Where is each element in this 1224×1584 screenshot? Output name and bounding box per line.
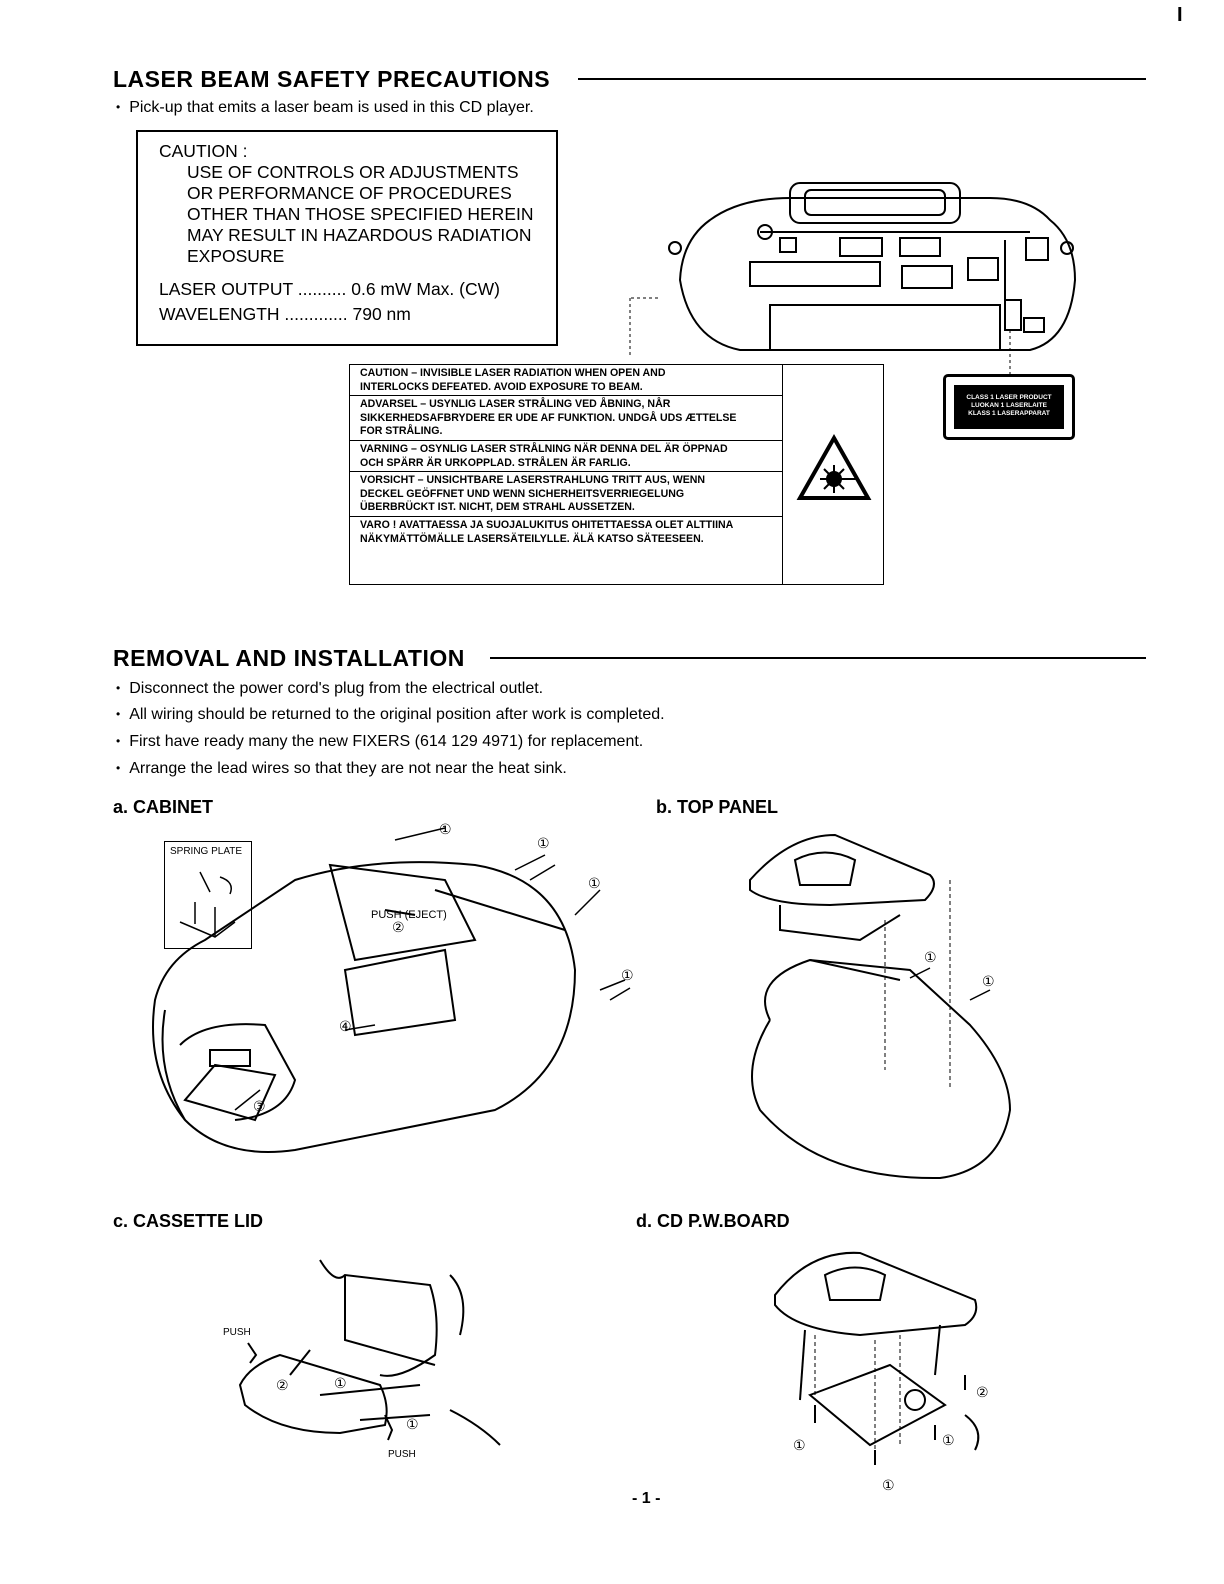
removal-bullet: Arrange the lead wires so that they are … xyxy=(116,760,567,778)
caution-heading: CAUTION : xyxy=(159,141,248,161)
subsection-cabinet: a. CABINET xyxy=(113,797,214,817)
class1-text: LUOKAN 1 LASERLAITE xyxy=(971,402,1047,409)
caution-line: OTHER THAN THOSE SPECIFIED HEREIN xyxy=(187,204,534,224)
cd-player-rear-view-drawing xyxy=(629,182,1077,375)
class1-label-plate: CLASS 1 LASER PRODUCT LUOKAN 1 LASERLAIT… xyxy=(954,385,1064,429)
removal-section-title: REMOVAL AND INSTALLATION xyxy=(113,645,465,671)
warning-row-danish: ADVARSEL – USYNLIG LASER STRÅLING VED ÅB… xyxy=(350,396,782,441)
callout-1: ① xyxy=(588,876,601,892)
laser-hazard-icon xyxy=(796,433,872,500)
caution-line: EXPOSURE xyxy=(187,246,285,266)
warning-row-finnish: VARO ! AVATTAESSA JA SUOJALUKITUS OHITET… xyxy=(350,517,782,547)
warning-text: VARO ! AVATTAESSA JA SUOJALUKITUS OHITET… xyxy=(360,518,734,531)
caution-box: CAUTION : USE OF CONTROLS OR ADJUSTMENTS… xyxy=(136,130,558,346)
removal-bullet: Disconnect the power cord's plug from th… xyxy=(116,680,543,698)
section-rule xyxy=(490,657,1146,659)
top-panel-disassembly-drawing: ① ① xyxy=(749,833,1012,1180)
removal-bullet: First have ready many the new FIXERS (61… xyxy=(116,733,643,751)
warning-text: VORSICHT – UNSICHTBARE LASERSTRAHLUNG TR… xyxy=(360,474,706,487)
spring-plate-illustration xyxy=(179,871,236,938)
push-eject-label: PUSH (EJECT) xyxy=(371,909,447,921)
callout-1: ① xyxy=(882,1478,895,1494)
cd-pw-board-drawing: ① ① ① ② xyxy=(774,1251,989,1494)
callout-1: ① xyxy=(537,836,550,852)
callout-4: ④ xyxy=(339,1019,352,1035)
subsection-top-panel: b. TOP PANEL xyxy=(656,797,779,817)
warning-text: FOR STRÅLING. xyxy=(360,425,443,438)
callout-1: ① xyxy=(942,1433,955,1449)
wavelength-spec: WAVELENGTH ............. 790 nm xyxy=(159,304,411,324)
class1-text: CLASS 1 LASER PRODUCT xyxy=(966,394,1052,401)
spring-plate-inset: SPRING PLATE xyxy=(164,841,252,949)
cabinet-disassembly-drawing: ① ① ① ① PUSH (EJECT) ② ③ ④ xyxy=(152,822,634,1153)
warning-text: ÜBERBRÜCKT IST. NICHT, DEM STRAHL AUSSET… xyxy=(360,501,635,514)
callout-2: ② xyxy=(976,1385,989,1401)
spring-plate-label: SPRING PLATE xyxy=(170,846,243,857)
callout-2: ② xyxy=(276,1378,289,1394)
callout-1: ① xyxy=(406,1417,419,1433)
callout-1: ① xyxy=(793,1438,806,1454)
warning-text: INTERLOCKS DEFEATED. AVOID EXPOSURE TO B… xyxy=(360,380,643,393)
push-label: PUSH xyxy=(388,1449,416,1460)
caution-line: OR PERFORMANCE OF PROCEDURES xyxy=(187,183,512,203)
label-divider xyxy=(782,365,783,584)
warning-text: ADVARSEL – USYNLIG LASER STRÅLING VED ÅB… xyxy=(360,398,671,411)
page-number: - 1 - xyxy=(632,1490,661,1507)
subsection-cassette-lid: c. CASSETTE LID xyxy=(113,1211,264,1231)
caution-line: MAY RESULT IN HAZARDOUS RADIATION xyxy=(187,225,532,245)
laser-output-spec: LASER OUTPUT .......... 0.6 mW Max. (CW) xyxy=(159,279,500,299)
warning-text: SIKKERHEDSAFBRYDERE ER UDE AF FUNKTION. … xyxy=(360,411,737,424)
warning-text-column: CAUTION – INVISIBLE LASER RADIATION WHEN… xyxy=(350,365,782,547)
warning-row-swedish: VARNING – OSYNLIG LASER STRÅLNING NÄR DE… xyxy=(350,441,782,473)
warning-text: DECKEL GEÖFFNET UND WENN SICHERHEITSVERR… xyxy=(360,487,685,500)
callout-3: ③ xyxy=(253,1099,266,1115)
warning-text: CAUTION – INVISIBLE LASER RADIATION WHEN… xyxy=(360,367,666,379)
callout-1: ① xyxy=(334,1376,347,1392)
callout-1: ① xyxy=(982,974,995,990)
callout-1: ① xyxy=(439,822,452,838)
warning-text: VARNING – OSYNLIG LASER STRÅLNING NÄR DE… xyxy=(360,442,728,455)
subsection-cd-pw-board: d. CD P.W.BOARD xyxy=(636,1211,790,1231)
warning-row-english: CAUTION – INVISIBLE LASER RADIATION WHEN… xyxy=(350,365,782,397)
callout-1: ① xyxy=(621,968,634,984)
callout-2: ② xyxy=(392,920,405,936)
laser-section-title: LASER BEAM SAFETY PRECAUTIONS xyxy=(113,66,551,92)
laser-warning-label: CAUTION – INVISIBLE LASER RADIATION WHEN… xyxy=(349,364,884,585)
class1-label: CLASS 1 LASER PRODUCT LUOKAN 1 LASERLAIT… xyxy=(943,374,1075,440)
callout-1: ① xyxy=(924,950,937,966)
push-label: PUSH xyxy=(223,1327,251,1338)
class1-text: KLASS 1 LASERAPPARAT xyxy=(968,410,1050,417)
cassette-lid-drawing: PUSH PUSH ② ① ① xyxy=(223,1259,501,1460)
warning-text: NÄKYMÄTTÖMÄLLE LASERSÄTEILYLLE. ÄLÄ KATS… xyxy=(360,532,704,545)
page-marker: I xyxy=(1177,4,1183,26)
removal-bullet: All wiring should be returned to the ori… xyxy=(116,706,664,724)
section-rule xyxy=(578,78,1146,80)
warning-row-german: VORSICHT – UNSICHTBARE LASERSTRAHLUNG TR… xyxy=(350,472,782,517)
warning-text: OCH SPÄRR ÄR URKOPPLAD. STRÅLEN ÄR FARLI… xyxy=(360,456,631,469)
caution-line: USE OF CONTROLS OR ADJUSTMENTS xyxy=(187,162,519,182)
laser-intro: Pick-up that emits a laser beam is used … xyxy=(116,99,534,117)
